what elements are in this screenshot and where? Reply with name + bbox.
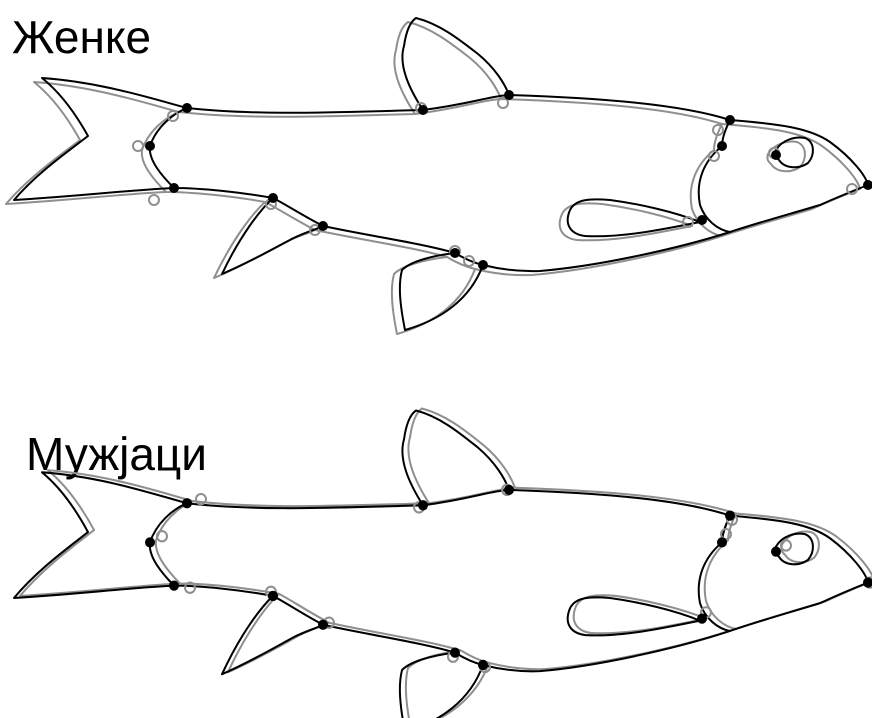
caudal-fin-outline xyxy=(14,78,187,200)
landmark-point xyxy=(145,537,155,547)
reference-operculum-outline xyxy=(705,514,736,629)
anal-fin-outline xyxy=(400,653,483,718)
landmark-point xyxy=(771,150,781,160)
operculum-outline xyxy=(699,120,730,232)
landmark-point xyxy=(725,510,735,520)
landmark-point xyxy=(182,103,192,113)
fish-body-outline xyxy=(150,95,868,271)
reference-fish-body-outline xyxy=(156,488,872,669)
landmark-point xyxy=(418,105,428,115)
operculum-outline xyxy=(699,516,730,631)
landmark-point xyxy=(268,193,278,203)
landmark-point xyxy=(169,580,179,590)
reference-dorsal-fin-outline xyxy=(408,408,515,503)
reference-outline-group xyxy=(20,408,872,718)
reference-pectoral-fin-outline xyxy=(574,595,706,633)
landmark-point xyxy=(725,115,735,125)
landmark-point xyxy=(478,660,488,670)
landmark-point xyxy=(771,547,781,557)
fish-body-outline xyxy=(150,490,868,671)
reference-landmark xyxy=(133,141,143,151)
pelvic-fin-outline xyxy=(222,596,323,674)
pectoral-fin-outline xyxy=(568,199,700,236)
landmark-point xyxy=(697,613,707,623)
landmark-point xyxy=(717,537,727,547)
reference-landmark xyxy=(149,195,159,205)
fish-females xyxy=(6,18,872,334)
landmark-point xyxy=(268,591,278,601)
landmark-point xyxy=(450,647,460,657)
reference-fish-body-outline xyxy=(142,99,860,275)
landmark-point xyxy=(863,577,872,587)
landmark-point xyxy=(504,90,514,100)
landmark-point xyxy=(450,248,460,258)
reference-outline-group xyxy=(6,22,860,334)
reference-dorsal-fin-outline xyxy=(394,22,501,114)
landmark-point xyxy=(478,260,488,270)
landmark-point xyxy=(145,141,155,151)
landmark-point xyxy=(182,498,192,508)
pectoral-fin-outline xyxy=(568,597,700,635)
landmark-point xyxy=(318,620,328,630)
landmark-point xyxy=(318,221,328,231)
landmark-point xyxy=(717,141,727,151)
landmark-point xyxy=(504,485,514,495)
landmark-point xyxy=(169,183,179,193)
landmark-point xyxy=(697,215,707,225)
landmark-point xyxy=(863,180,872,190)
landmark-point xyxy=(418,500,428,510)
fish-males xyxy=(14,408,872,718)
dorsal-fin-outline xyxy=(402,18,509,110)
